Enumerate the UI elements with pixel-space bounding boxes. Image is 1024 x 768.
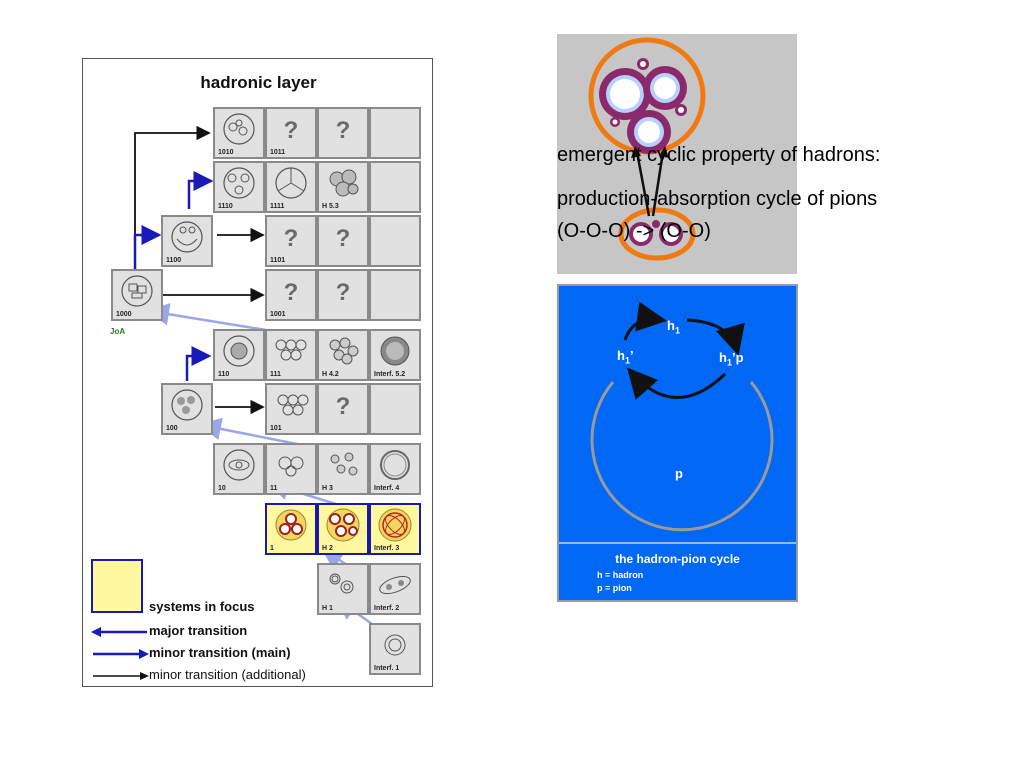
cell-h3: H 3 <box>317 443 369 495</box>
panel-title: hadronic layer <box>200 73 317 92</box>
cycle-footer-title: the hadron-pion cycle <box>615 552 740 566</box>
ring-icon <box>380 336 410 366</box>
legend-major-arrow <box>91 627 147 637</box>
legend-focus-label: systems in focus <box>149 599 255 614</box>
hadron-illustration <box>557 34 797 274</box>
cell-1000: 1000 <box>111 269 163 321</box>
caption-line-2: production-absorption cycle of pions <box>557 188 878 210</box>
label-h1-prime-p: h1’p <box>719 350 744 368</box>
cell-1: 1 <box>265 503 317 555</box>
hadron-cluster-graphic <box>588 37 706 261</box>
legend-minor-main-label: minor transition (main) <box>149 645 291 660</box>
cell-q-row4: ? <box>317 269 369 321</box>
legend-minor-main-arrow <box>93 649 149 659</box>
hadron-pion-cycle-panel: h1 h1’ h1’p p the hadron-pion cycle h = … <box>557 284 798 602</box>
cell-empty-row6 <box>369 383 421 435</box>
cell-interf4: Interf. 4 <box>369 443 421 495</box>
cell-101: 101 <box>265 383 317 435</box>
cluster-icon <box>277 394 309 416</box>
cell-1100: 1100 <box>161 215 213 267</box>
cluster-icon <box>275 339 307 361</box>
cell-q-row3: ? <box>317 215 369 267</box>
system-icon <box>275 167 307 199</box>
interference-icon <box>378 508 412 542</box>
cell-interf3: Interf. 3 <box>369 503 421 555</box>
cell-h2: H 2 <box>317 503 369 555</box>
legend-major-label: major transition <box>149 623 248 638</box>
cell-empty-row4 <box>369 269 421 321</box>
cell-interf1: Interf. 1 <box>369 623 421 675</box>
system-icon <box>121 275 153 307</box>
legend-minor-additional-arrow <box>93 672 149 680</box>
cell-1001: ? 1001 <box>265 269 317 321</box>
label-h1: h1 <box>667 318 680 336</box>
system-icon <box>223 113 255 145</box>
cell-100: 100 <box>161 383 213 435</box>
joa-label: JoA <box>110 327 126 336</box>
cell-q-row6: ? <box>317 383 369 435</box>
caption-line-3: (O-O-O) -> (O-O) <box>557 220 711 242</box>
cell-111: 111 <box>265 329 317 381</box>
legend-p-pion: p = pion <box>597 583 632 593</box>
cell-11: 11 <box>265 443 317 495</box>
caption-line-1: emergent cyclic property of hadrons: <box>557 144 881 166</box>
hadron-focus-icon <box>326 508 360 542</box>
ring-icon <box>380 450 410 480</box>
cell-1110: 1110 <box>213 161 265 213</box>
cell-empty-row2 <box>369 161 421 213</box>
cluster-icon <box>329 169 359 197</box>
system-icon <box>171 389 203 421</box>
cell-q-row1: ? <box>317 107 369 159</box>
arrow-1000-1100 <box>133 225 162 269</box>
hadronic-layer-panel: hadronic layer <box>82 58 433 687</box>
ring-pair-icon <box>379 575 411 595</box>
cell-110: 110 <box>213 329 265 381</box>
system-icon <box>223 167 255 199</box>
cell-1011: ? 1011 <box>265 107 317 159</box>
hadron-big <box>599 58 687 154</box>
cell-1101: ? 1101 <box>265 215 317 267</box>
cell-h42: H 4.2 <box>317 329 369 381</box>
label-p: p <box>675 466 683 481</box>
cell-interf2: Interf. 2 <box>369 563 421 615</box>
cell-h53: H 5.3 <box>317 161 369 213</box>
cell-10: 10 <box>213 443 265 495</box>
arrow-1100-1110 <box>187 171 214 209</box>
cell-h1: H 1 <box>317 563 369 615</box>
cell-interf52: Interf. 5.2 <box>369 329 421 381</box>
legend-h-hadron: h = hadron <box>597 570 644 580</box>
legend-minor-additional-label: minor transition (additional) <box>149 667 306 682</box>
cell-empty-row3 <box>369 215 421 267</box>
cluster-icon <box>330 452 358 476</box>
ring-icon <box>384 634 406 656</box>
cluster-icon <box>278 456 304 477</box>
arrow-1000-1010 <box>134 125 211 269</box>
system-icon <box>223 335 255 367</box>
cycle-graphic <box>590 301 774 532</box>
ring-pair-icon <box>329 573 354 594</box>
cell-empty-row1 <box>369 107 421 159</box>
label-h1-prime: h1’ <box>617 348 634 366</box>
system-icon <box>223 449 255 481</box>
cluster-icon <box>329 337 359 365</box>
system-icon <box>171 221 203 253</box>
cell-1010: 1010 <box>213 107 265 159</box>
hadron-focus-icon <box>275 509 307 541</box>
cycle-footer: the hadron-pion cycle h = hadron p = pio… <box>559 542 796 602</box>
cell-1111: 1111 <box>265 161 317 213</box>
legend-focus-swatch <box>91 559 143 613</box>
arrow-100-110 <box>185 346 212 381</box>
